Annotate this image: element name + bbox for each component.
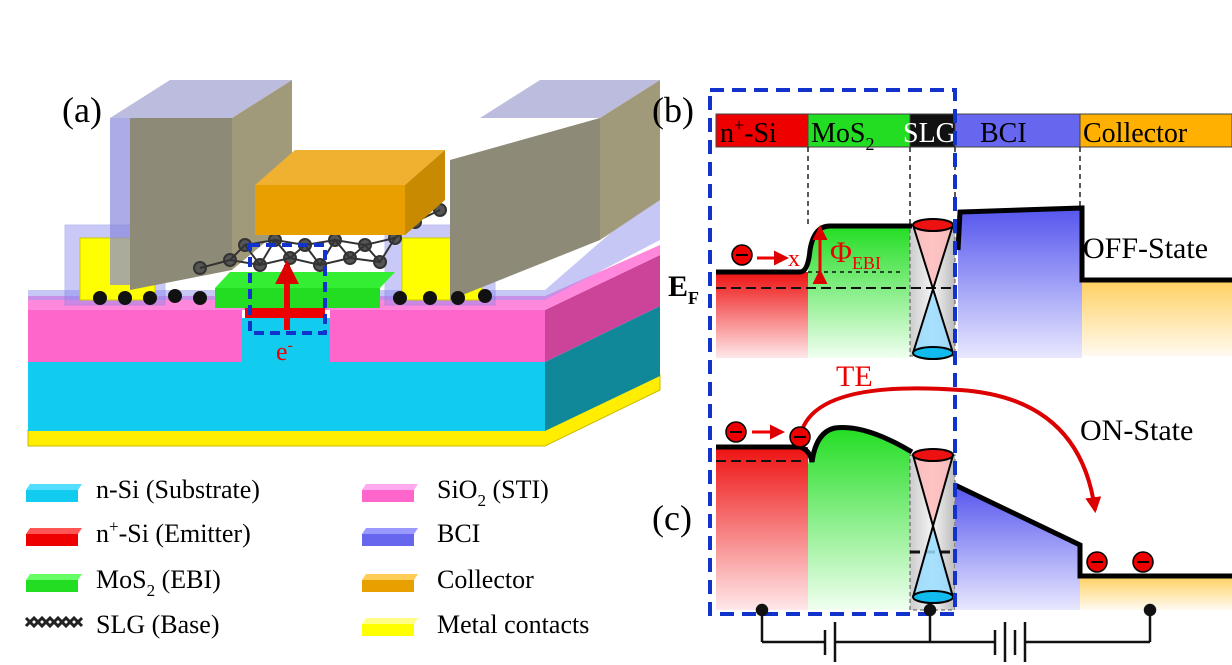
legend: n-Si (Substrate) n+-Si (Emitter) MoS2 (E…: [24, 475, 589, 639]
on-state-band: [716, 421, 1232, 611]
legend-swatch-ebi: [26, 580, 78, 592]
phi-ebi-label: ΦEBI: [830, 236, 881, 273]
legend-item-sti: SiO2 (STI): [362, 475, 549, 510]
legend-swatch-sti-top: [362, 484, 418, 490]
electron-label: e-: [276, 337, 293, 366]
legend-item-collector: Collector: [362, 565, 534, 594]
legend-swatch-emitter-top: [26, 528, 82, 534]
on-mos2-region: [808, 427, 910, 610]
mos2-layer: [215, 272, 395, 288]
legend-item-metal: Metal contacts: [362, 610, 589, 639]
legend-label-substrate: n-Si (Substrate): [96, 475, 260, 504]
legend-label-ebi: MoS2 (EBI): [96, 565, 221, 600]
on-band-edge: [716, 425, 1232, 579]
rail-left-body: [130, 118, 232, 290]
legend-swatch-metal: [362, 624, 414, 636]
blocked-mark: x: [788, 246, 800, 272]
legend-label-emitter: n+-Si (Emitter): [96, 517, 251, 548]
legend-label-metal: Metal contacts: [437, 610, 589, 639]
legend-label-bci: BCI: [437, 519, 480, 548]
header-slg-label: SLG: [903, 118, 956, 149]
te-label: TE: [836, 360, 873, 393]
legend-swatch-collector: [362, 580, 414, 592]
legend-item-ebi: MoS2 (EBI): [26, 565, 221, 600]
legend-item-emitter: n+-Si (Emitter): [26, 517, 251, 548]
on-bci-region: [955, 485, 1080, 610]
fermi-level-label: EF: [668, 270, 699, 308]
header-nsi-label: n+-Si: [720, 115, 777, 149]
legend-swatch-emitter: [26, 534, 78, 546]
header-mos2-label: MoS2: [811, 118, 874, 154]
contact-spheres: [93, 289, 492, 305]
header-bci-label: BCI: [980, 118, 1027, 149]
header-bci: [954, 113, 1081, 148]
legend-swatch-metal-top: [362, 618, 418, 624]
device-highlight-box: [248, 243, 327, 335]
panel-b-label: (b): [652, 90, 694, 130]
legend-item-base: SLG (Base): [24, 610, 219, 639]
off-collector-region: [1082, 280, 1232, 356]
legend-item-bci: BCI: [362, 519, 480, 548]
sio2-front-left: [28, 310, 242, 362]
substrate-side: [545, 306, 660, 431]
off-state-label: OFF-State: [1083, 232, 1208, 265]
legend-label-collector: Collector: [437, 565, 534, 594]
sio2-front-right: [330, 310, 545, 362]
off-bci-region: [958, 208, 1082, 358]
legend-label-sti: SiO2 (STI): [437, 475, 549, 510]
device-3d-illustration: (a): [27, 80, 661, 447]
rail-left-front: [110, 118, 130, 285]
mos2-front: [215, 288, 380, 308]
legend-item-substrate: n-Si (Substrate): [26, 475, 260, 504]
sio2-side: [545, 255, 660, 362]
legend-swatch-base: [24, 615, 84, 629]
collector-side: [405, 150, 445, 235]
legend-swatch-ebi-top: [26, 574, 82, 580]
off-state-band: x ΦEBI EF OFF-State: [668, 205, 1232, 360]
legend-swatch-collector-top: [362, 574, 418, 580]
on-dirac-cone: [912, 448, 954, 604]
collector-front: [255, 185, 405, 235]
legend-swatch-substrate-front: [26, 490, 78, 502]
rail-right-body: [450, 118, 600, 300]
header-collector: [1079, 113, 1232, 148]
off-nsi-region: [716, 272, 808, 358]
emitter-well: [242, 318, 330, 362]
legend-label-base: SLG (Base): [96, 610, 219, 639]
on-nsi-region: [716, 447, 808, 610]
te-arrow: [800, 386, 1102, 514]
header-slg: [909, 113, 956, 148]
off-mos2-region: [808, 226, 910, 358]
header-mos2: [807, 113, 911, 148]
panel-a-label: (a): [62, 90, 102, 130]
substrate-front: [28, 362, 545, 431]
band-diagrams: (b) (c) n+-Si MoS2 SLG BCI Collector: [652, 88, 1232, 662]
legend-swatch-bci-top: [362, 528, 418, 534]
on-collector-region: [1080, 576, 1232, 610]
collector-top: [255, 150, 445, 185]
rail-left-top: [110, 80, 292, 118]
rail-right-side: [600, 80, 660, 240]
legend-swatch-sti: [362, 490, 414, 502]
band-highlight-box: [708, 88, 957, 616]
bias-circuit: [755, 603, 1157, 662]
legend-swatch-bci: [362, 534, 414, 546]
header-collector-label: Collector: [1083, 118, 1188, 149]
on-state-label: ON-State: [1080, 414, 1193, 447]
panel-c-label: (c): [652, 498, 692, 538]
legend-swatch-substrate: [26, 484, 82, 490]
